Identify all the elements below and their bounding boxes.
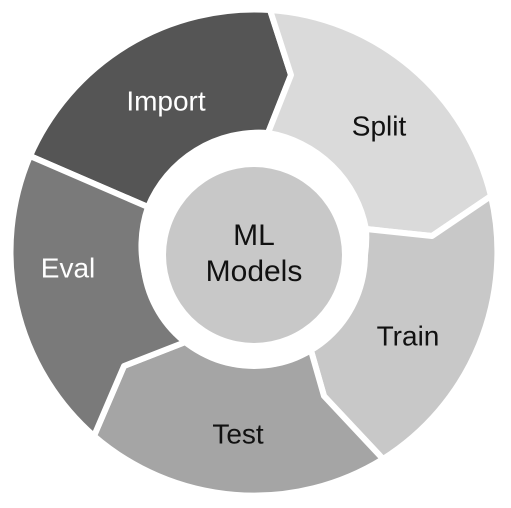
segment-label-split: Split: [352, 110, 407, 141]
segment-label-import: Import: [126, 85, 206, 116]
segment-label-train: Train: [377, 320, 440, 351]
segment-split: [265, 7, 494, 239]
center-label-line2: Models: [206, 255, 303, 288]
segment-import: [27, 6, 294, 210]
center-hub: [166, 167, 342, 343]
segment-label-test: Test: [212, 418, 264, 449]
segment-label-eval: Eval: [41, 252, 95, 283]
center-label-line1: ML: [233, 219, 275, 252]
